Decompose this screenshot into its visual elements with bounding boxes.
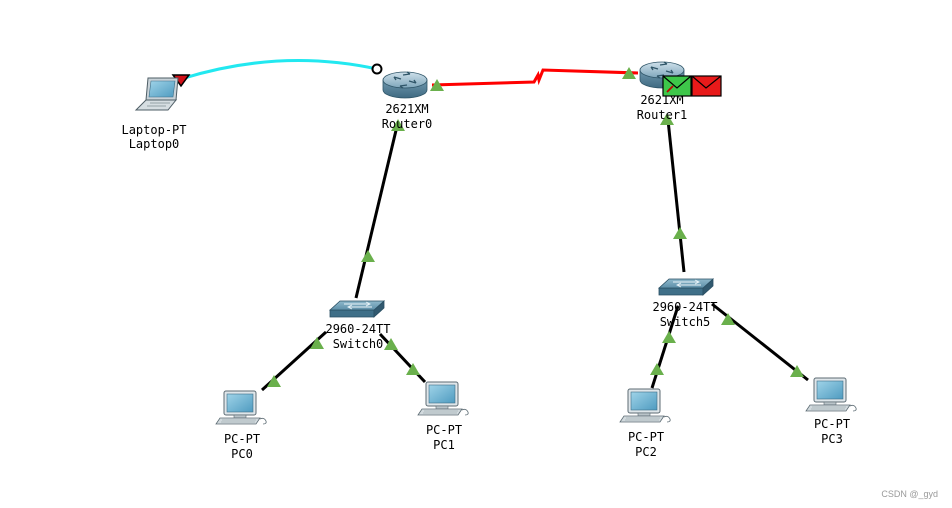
ethernet-link-router1-switch5[interactable] (666, 119, 686, 273)
pc0-name-label: PC0 (231, 447, 253, 461)
pc0-model-label: PC-PT (224, 432, 260, 446)
laptop0-device[interactable]: Laptop-PT Laptop0 (121, 77, 187, 151)
switch-icon (658, 278, 714, 296)
pc1-name-label: PC1 (433, 438, 455, 452)
pc-icon (417, 381, 469, 416)
switch5-device[interactable]: 2960-24TT Switch5 (652, 278, 718, 329)
pc3-model-label: PC-PT (814, 417, 850, 431)
link-up-triangle (267, 375, 281, 387)
pc-icon (215, 390, 267, 425)
router0-device[interactable]: 2621XM Router0 (382, 71, 433, 131)
link-up-triangle (662, 331, 676, 343)
ethernet-link-router0-switch0[interactable] (354, 121, 400, 299)
laptop0-name-label: Laptop0 (129, 137, 180, 151)
watermark-text: CSDN @_gyd (881, 489, 938, 499)
router1-name-label: Router1 (637, 108, 688, 122)
switch5-model-label: 2960-24TT (652, 300, 717, 314)
link-up-triangle (361, 250, 375, 262)
pdu-fail-envelope-icon[interactable] (691, 75, 722, 97)
pc3-device[interactable]: PC-PT PC3 (805, 377, 857, 446)
pc1-model-label: PC-PT (426, 423, 462, 437)
router0-console-port-marker (371, 63, 383, 75)
ethernet-link-switch5-pc3[interactable] (711, 302, 809, 382)
pc0-device[interactable]: PC-PT PC0 (215, 390, 267, 461)
pc3-name-label: PC3 (821, 432, 843, 446)
switch-icon (329, 300, 385, 318)
pc-icon (805, 377, 857, 412)
pc2-name-label: PC2 (635, 445, 657, 459)
pc1-device[interactable]: PC-PT PC1 (417, 381, 469, 452)
router0-model-label: 2621XM (385, 102, 428, 116)
switch5-name-label: Switch5 (660, 315, 711, 329)
link-up-triangle (650, 363, 664, 375)
switch0-model-label: 2960-24TT (325, 322, 390, 336)
pc2-device[interactable]: PC-PT PC2 (619, 388, 671, 459)
switch0-name-label: Switch0 (333, 337, 384, 351)
console-link-laptop0-router0[interactable] (180, 59, 378, 81)
pc2-model-label: PC-PT (628, 430, 664, 444)
router-icon (382, 71, 428, 99)
laptop-icon (135, 77, 179, 111)
switch0-device[interactable]: 2960-24TT Switch0 (325, 300, 391, 351)
pdu-success-envelope-icon[interactable] (662, 75, 692, 97)
link-up-triangle (673, 227, 687, 239)
pc-icon (619, 388, 671, 423)
laptop0-model-label: Laptop-PT (121, 123, 186, 137)
router0-name-label: Router0 (382, 117, 433, 131)
serial-link-router0-router1[interactable] (431, 68, 639, 87)
